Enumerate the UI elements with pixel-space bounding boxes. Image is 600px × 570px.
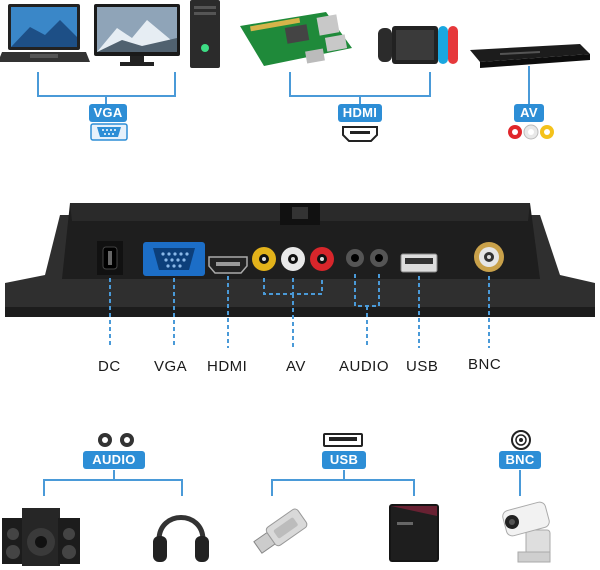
port-label-vga: VGA xyxy=(154,358,188,375)
port-label-dc: DC xyxy=(98,358,121,375)
headphones-icon xyxy=(153,515,209,562)
usb-port xyxy=(400,253,438,273)
av-source-label: AV xyxy=(514,104,544,122)
top-connector-lines xyxy=(37,66,530,104)
port-label-bnc: BNC xyxy=(468,356,502,373)
vga-source-label: VGA xyxy=(89,104,127,122)
raspberry-pi-icon xyxy=(240,12,352,66)
audio-ports xyxy=(346,249,388,267)
tv-box-icon xyxy=(389,504,439,562)
bnc-port xyxy=(474,242,504,272)
vga-port-icon xyxy=(90,123,128,141)
port-label-usb: USB xyxy=(406,358,439,375)
port-leader-lines xyxy=(109,274,490,348)
port-label-hdmi: HDMI xyxy=(207,358,248,375)
vga-port xyxy=(143,242,205,276)
audio-jacks-icon xyxy=(98,433,134,447)
laptop-icon xyxy=(0,4,90,62)
dc-port xyxy=(97,241,123,275)
hdmi-source-label: HDMI xyxy=(338,104,382,122)
usb-drive-icon xyxy=(253,508,308,554)
av-ports xyxy=(252,247,334,271)
speakers-icon xyxy=(2,508,80,566)
port-label-av: AV xyxy=(286,358,306,375)
rca-jacks-icon xyxy=(508,124,554,140)
game-console-icon xyxy=(378,26,458,64)
bnc-output-label: BNC xyxy=(499,451,541,469)
desktop-pc-icon xyxy=(94,0,220,68)
usb-output-label: USB xyxy=(322,451,366,469)
dvd-player-icon xyxy=(470,44,590,68)
bottom-connector-lines xyxy=(43,470,521,496)
cctv-camera-icon xyxy=(502,501,551,563)
audio-output-label: AUDIO xyxy=(83,451,145,469)
hdmi-port xyxy=(208,256,248,274)
port-label-audio: AUDIO xyxy=(339,358,390,375)
bnc-port-icon xyxy=(511,430,531,450)
hdmi-port-icon xyxy=(342,126,378,142)
usb-port-icon xyxy=(323,433,363,447)
